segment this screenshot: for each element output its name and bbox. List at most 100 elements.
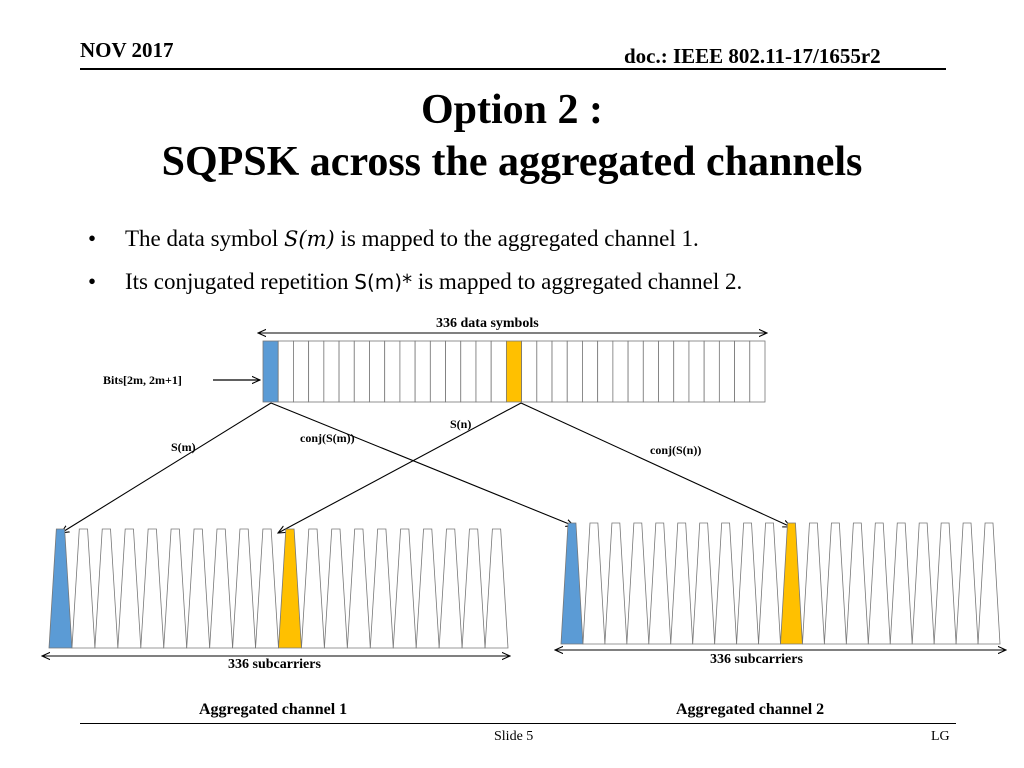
subcarrier: [140, 528, 165, 649]
data-symbol-cell: [399, 340, 416, 403]
subcarrier: [346, 528, 371, 649]
subcarrier: [889, 522, 913, 645]
data-symbol-cell: [308, 340, 325, 403]
data-symbol-cell: [703, 340, 720, 403]
data-symbol-cell: [505, 340, 523, 403]
subcarrier: [560, 522, 584, 645]
subcarrier: [823, 522, 847, 645]
bullet-post: is mapped to the aggregated channel 1.: [334, 226, 699, 251]
channel-1-label: Aggregated channel 1: [199, 701, 348, 718]
bullet-pre: The data symbol: [125, 226, 285, 251]
subcarrier: [71, 528, 96, 649]
aggregated-channel-1-subcarriers: [48, 528, 509, 649]
header-doc-id: doc.: IEEE 802.11-17/1655r2: [624, 44, 881, 68]
subcarrier: [867, 522, 891, 645]
subcarrier: [736, 522, 759, 645]
bits-label: Bits[2m, 2m+1]: [103, 373, 182, 387]
subcarrier: [301, 528, 325, 649]
slide-title: Option 2 : SQPSK across the aggregated c…: [0, 84, 1024, 188]
subcarrier: [670, 522, 694, 645]
bullet-marker: •: [88, 269, 97, 294]
conj-s-n-label: conj(S(n)): [650, 443, 702, 457]
conj-s-n-arrow: [520, 402, 791, 527]
subcarrier: [209, 528, 234, 649]
subcarrier: [714, 522, 738, 645]
bullet-math: S(m)*: [354, 270, 413, 294]
bullet-text: The data symbol S(m) is mapped to the ag…: [125, 226, 699, 252]
slide-number: Slide 5: [494, 729, 534, 744]
subcarrier: [278, 528, 302, 649]
subcarrier: [255, 528, 279, 649]
data-symbol-cell: [475, 340, 492, 403]
subcarrier: [94, 528, 119, 649]
header-date: NOV 2017: [80, 38, 174, 62]
subcarriers-label-2: 336 subcarriers: [710, 652, 803, 667]
data-symbol-cell: [460, 340, 477, 403]
aggregated-channel-2-subcarriers: [560, 522, 1001, 645]
data-symbol-cell: [673, 340, 690, 403]
title-line-1: Option 2 :: [420, 87, 604, 133]
data-symbol-cell: [353, 340, 370, 403]
channel-2-label: Aggregated channel 2: [676, 701, 825, 718]
s-n-arrow: [278, 402, 522, 533]
subcarrier: [484, 528, 509, 649]
data-symbol-cell: [688, 340, 705, 403]
subcarrier: [648, 522, 672, 645]
subcarrier: [604, 522, 628, 645]
data-symbol-row: [262, 340, 766, 403]
subcarrier: [369, 528, 394, 649]
subcarrier: [780, 522, 803, 645]
data-symbol-cell: [338, 340, 355, 403]
bullet-marker: •: [88, 226, 97, 251]
bullet-pre: Its conjugated repetition: [125, 269, 355, 294]
bullet-math: S(m): [284, 227, 335, 251]
subcarrier: [977, 522, 1001, 645]
subcarrier: [163, 528, 188, 649]
data-symbol-cell: [323, 340, 340, 403]
data-symbol-cell: [414, 340, 431, 403]
data-symbol-cell: [627, 340, 644, 403]
footer-divider: [80, 723, 956, 724]
subcarrier: [845, 522, 869, 645]
subcarrier: [758, 522, 781, 645]
data-symbol-cell: [369, 340, 386, 403]
s-m-arrow: [61, 402, 272, 533]
subcarrier: [802, 522, 825, 645]
data-symbol-cell: [262, 340, 279, 403]
bullet-post: is mapped to aggregated channel 2.: [412, 269, 743, 294]
subcarrier: [392, 528, 417, 649]
bullet-text: Its conjugated repetition S(m)* is mappe…: [125, 269, 742, 295]
data-symbol-cell: [582, 340, 599, 403]
data-symbol-cell: [566, 340, 583, 403]
title-line-2: SQPSK across the aggregated channels: [161, 139, 863, 185]
footer-org: LG: [931, 729, 950, 744]
subcarrier: [186, 528, 211, 649]
data-symbol-cell: [521, 340, 538, 403]
subcarriers-label-1: 336 subcarriers: [228, 657, 321, 672]
subcarrier: [323, 528, 348, 649]
header-divider: [80, 68, 946, 70]
s-n-label: S(n): [450, 417, 472, 431]
subcarrier: [911, 522, 935, 645]
data-symbol-cell: [642, 340, 659, 403]
subcarrier: [955, 522, 979, 645]
data-symbol-cell: [293, 340, 310, 403]
data-symbol-cell: [658, 340, 675, 403]
data-symbol-cell: [734, 340, 751, 403]
conj-s-m-label: conj(S(m)): [300, 431, 355, 445]
s-m-label: S(m): [171, 440, 196, 454]
subcarrier: [438, 528, 463, 649]
data-symbols-label: 336 data symbols: [436, 316, 539, 331]
subcarrier: [117, 528, 142, 649]
data-symbol-cell: [718, 340, 735, 403]
subcarrier: [692, 522, 716, 645]
data-symbol-cell: [551, 340, 568, 403]
data-symbol-cell: [384, 340, 401, 403]
data-symbol-cell: [597, 340, 614, 403]
subcarrier: [48, 528, 73, 649]
data-symbol-cell: [277, 340, 294, 403]
data-symbol-cell: [612, 340, 629, 403]
subcarrier: [626, 522, 650, 645]
data-symbol-cell: [749, 340, 766, 403]
